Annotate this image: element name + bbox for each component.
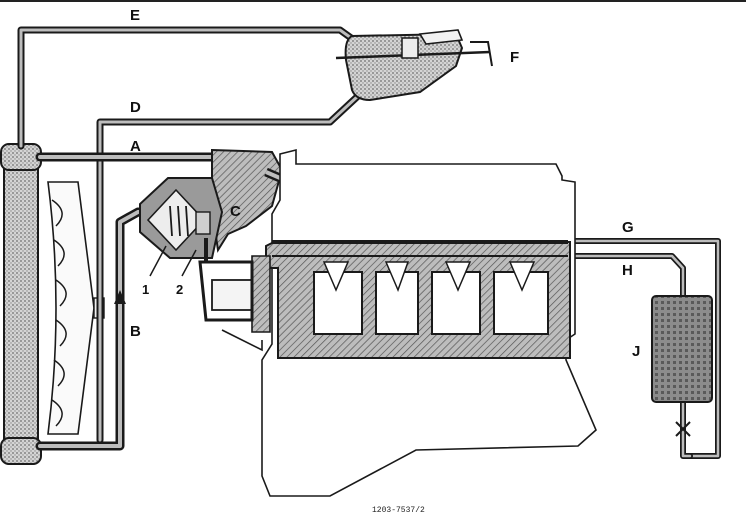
label-b: B (130, 323, 141, 340)
label-c: C (230, 203, 241, 220)
radiator (0, 143, 42, 465)
figure-caption: 1203-7537/2 (372, 506, 425, 515)
label-e: E (130, 7, 140, 24)
label-f: F (510, 49, 519, 66)
label-1: 1 (142, 282, 149, 297)
label-h: H (622, 262, 633, 279)
label-2: 2 (176, 282, 183, 297)
leader-line-1 (149, 245, 167, 277)
flow-arrow (114, 290, 126, 304)
heater-return-hose (680, 397, 693, 459)
label-g: G (622, 219, 634, 236)
heater-core (651, 295, 713, 437)
cooling-fan (47, 181, 105, 435)
label-a: A (130, 138, 141, 155)
hose-g (565, 238, 721, 459)
expansion-tank (335, 29, 493, 102)
hose-b (35, 207, 143, 451)
hose-d (96, 92, 362, 444)
thermostat-housing (139, 148, 327, 262)
engine-block (198, 148, 597, 497)
hose-e (17, 26, 358, 150)
label-j: J (632, 343, 640, 360)
hose-h (565, 253, 686, 299)
leader-line-2 (181, 249, 197, 277)
label-d: D (130, 99, 141, 116)
